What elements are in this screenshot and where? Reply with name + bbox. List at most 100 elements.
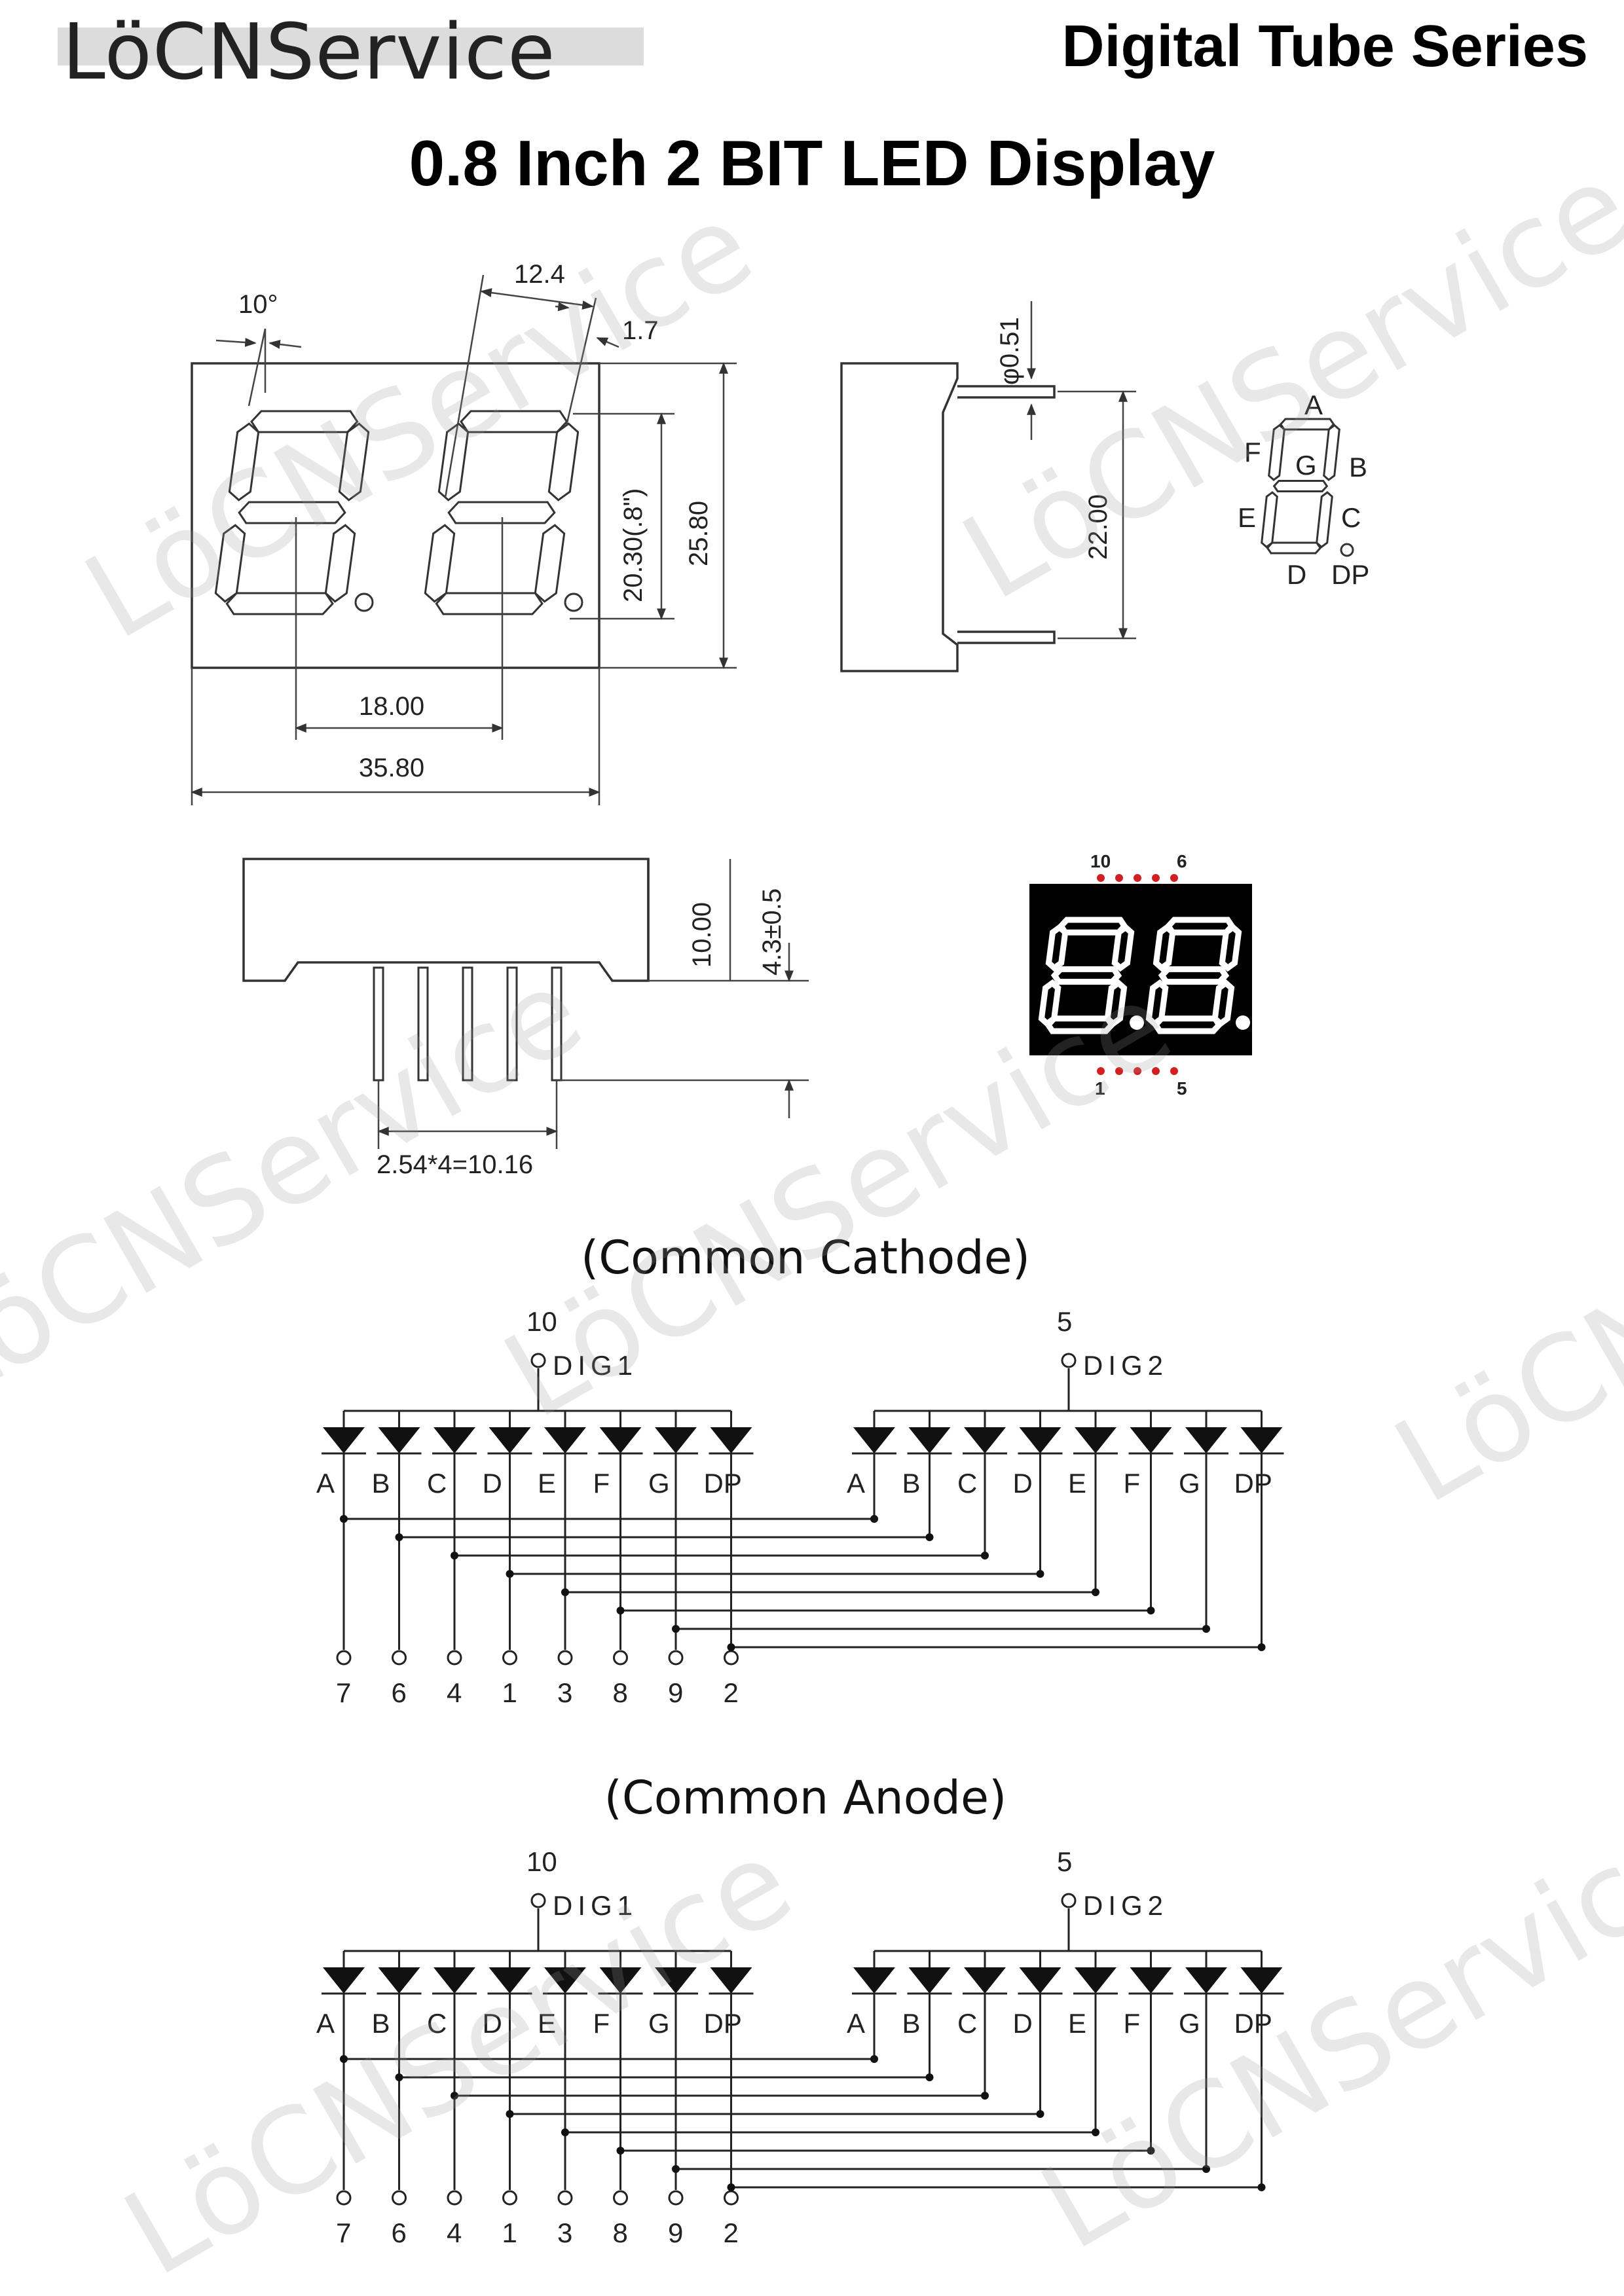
segment-label-dig2: C <box>957 1468 977 1499</box>
diode-dig1-4 <box>544 1427 586 1453</box>
diode-dig1-7 <box>710 1967 752 1994</box>
junction-dot <box>340 1515 348 1523</box>
pin-number-1: 6 <box>392 2217 407 2248</box>
dig1-pin-number: 10 <box>526 1306 557 1337</box>
front-digit1-seg-c <box>324 524 356 603</box>
dim-body-width: 35.80 <box>359 754 424 782</box>
junction-dot <box>616 1607 625 1614</box>
diode-dig2-0 <box>853 1967 895 1994</box>
diode-dig1-3 <box>489 1427 531 1453</box>
pin-terminal <box>502 2190 517 2206</box>
legend-dp <box>1340 543 1354 557</box>
diode-dig1-2 <box>434 1967 475 1994</box>
side-body-outline <box>840 362 959 672</box>
segment-label-dig2: E <box>1068 1468 1086 1499</box>
pin-dot-bottom <box>1152 1067 1160 1075</box>
pin-dot-top <box>1134 874 1141 882</box>
junction-dot <box>925 1533 934 1541</box>
junction-dot <box>395 2073 403 2081</box>
junction-dot <box>561 2128 569 2136</box>
junction-dot <box>340 2055 348 2063</box>
junction-dot <box>981 1552 989 1559</box>
front-digits <box>214 410 583 615</box>
legend-seg-c <box>1316 491 1333 549</box>
diode-dig2-0 <box>853 1427 895 1453</box>
pin-marker-bottom-right: 5 <box>1177 1078 1187 1099</box>
seg-width-dim <box>480 288 594 310</box>
legend-label-6: G <box>1295 450 1317 481</box>
pin-number-4: 3 <box>557 1677 572 1708</box>
diode-dig1-1 <box>378 1967 420 1994</box>
pin-number-1: 6 <box>392 1677 407 1708</box>
pin-number-6: 9 <box>668 1677 683 1708</box>
bottom-view: 10.00 4.3±0.5 2.54*4=10.16 <box>242 858 809 1179</box>
segment-label-dig2: F <box>1124 1468 1141 1499</box>
dim-pin-diameter: φ0.51 <box>995 317 1024 385</box>
schematic-caption: (Common Anode) <box>604 1771 1007 1825</box>
front-digit1-seg-g <box>238 501 346 524</box>
page-title: 0.8 Inch 2 BIT LED Display <box>409 127 1215 199</box>
legend-seg-f <box>1268 424 1285 481</box>
diode-dig1-6 <box>655 1427 697 1453</box>
junction-dot <box>1202 2165 1210 2173</box>
schematic-caption: (Common Cathode) <box>581 1231 1030 1285</box>
junction-dot <box>727 2183 735 2191</box>
legend-label-1: B <box>1349 452 1367 483</box>
diode-dig2-3 <box>1019 1967 1061 1994</box>
legend-label-7: DP <box>1331 559 1369 590</box>
angle-arrow <box>215 337 257 347</box>
dig1-pin-number: 10 <box>526 1846 557 1877</box>
pin-terminal <box>557 1650 573 1666</box>
front-dp1 <box>354 592 374 612</box>
segment-label-dig1: G <box>648 2008 670 2039</box>
front-digit2-seg-f <box>437 422 470 501</box>
junction-dot <box>1092 2128 1099 2136</box>
photo-digit2-seg-b <box>1219 923 1242 972</box>
pin-number-0: 7 <box>336 1677 351 1708</box>
photo-digit2-seg-e <box>1145 979 1169 1028</box>
junction-dot <box>1257 1643 1266 1651</box>
dig1-label: DIG1 <box>553 1890 638 1921</box>
junction-dot <box>925 2073 934 2081</box>
legend-label-5: F <box>1244 437 1261 467</box>
pin-number-0: 7 <box>336 2217 351 2248</box>
dig1-terminal <box>530 1353 546 1368</box>
dig1-label: DIG1 <box>553 1350 638 1381</box>
slant-guide <box>248 328 267 407</box>
pin-number-2: 4 <box>447 1677 462 1708</box>
legend-label-0: A <box>1304 390 1323 420</box>
diode-dig1-3 <box>489 1967 531 1994</box>
legend-label-2: C <box>1341 502 1361 533</box>
photo-digit1-seg-b <box>1111 923 1135 972</box>
pin-number-4: 3 <box>557 2217 572 2248</box>
pin-terminal <box>724 1650 739 1666</box>
brand-bar <box>58 27 644 65</box>
segment-label-dig2: C <box>957 2008 977 2039</box>
junction-dot <box>561 1588 569 1596</box>
dim-seg-offset: 1.7 <box>622 316 659 345</box>
junction-dot <box>870 2055 878 2063</box>
diode-dig1-4 <box>544 1967 586 1994</box>
pin-dot-bottom <box>1115 1067 1123 1075</box>
side-pin-bottom <box>957 630 1056 644</box>
diode-dig2-7 <box>1240 1427 1283 1453</box>
pin-number-7: 2 <box>724 2217 739 2248</box>
pin-terminal <box>392 2190 407 2206</box>
pin-terminal <box>447 2190 462 2206</box>
dim-angle: 10° <box>238 290 278 319</box>
segment-label-dig1: C <box>427 2008 447 2039</box>
junction-dot <box>870 1515 878 1523</box>
segment-label-dig1: G <box>648 1468 670 1499</box>
pin-terminal <box>336 2190 352 2206</box>
photo-digit1-seg-e <box>1038 979 1061 1028</box>
legend-seg-e <box>1261 491 1278 549</box>
series-title: Digital Tube Series <box>1061 14 1588 79</box>
pin-terminal <box>557 2190 573 2206</box>
photo-dp2 <box>1236 1015 1250 1030</box>
junction-dot <box>1092 1588 1099 1596</box>
dim-pin-length: 4.3±0.5 <box>758 888 786 975</box>
pin-dot-bottom <box>1170 1067 1178 1075</box>
pin-terminal <box>613 2190 628 2206</box>
legend-seg-d <box>1266 541 1322 555</box>
